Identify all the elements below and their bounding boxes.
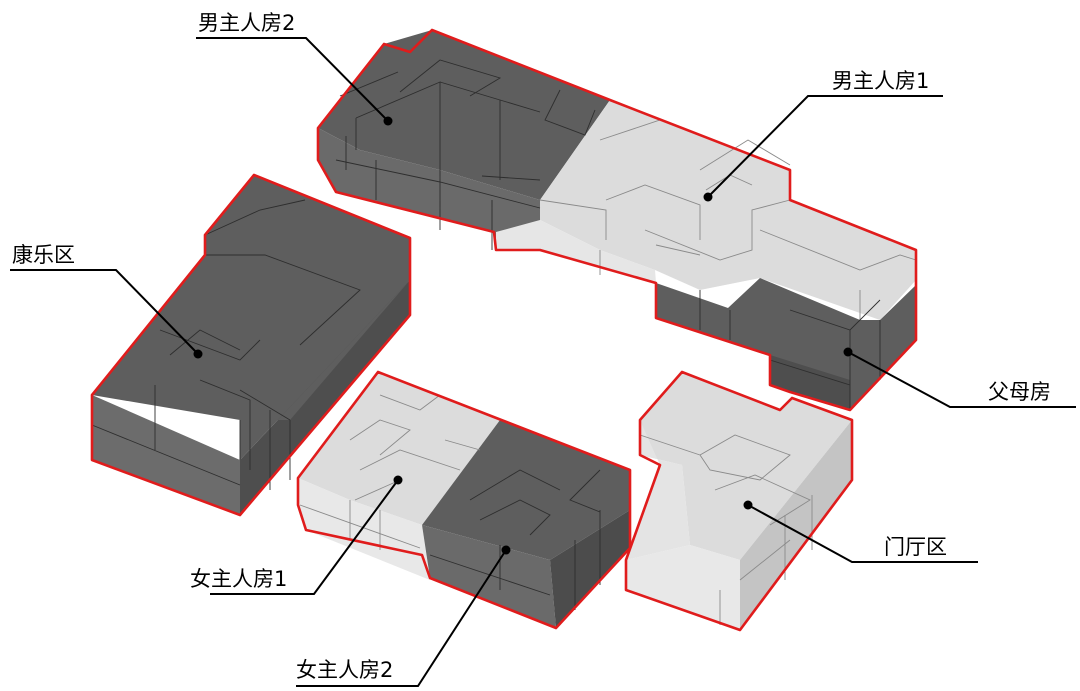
zone-recreation-right xyxy=(240,280,410,515)
leader-recreation xyxy=(10,269,199,355)
label-lobby: 门厅区 xyxy=(884,535,947,559)
label-male-master-2: 男主人房2 xyxy=(198,11,296,35)
block-lobby xyxy=(624,370,854,632)
label-parents: 父母房 xyxy=(988,380,1051,404)
leader-dot-recreation xyxy=(193,349,203,359)
block-recreation xyxy=(90,173,412,517)
leader-female-master-2 xyxy=(296,549,507,687)
block-female xyxy=(296,370,632,630)
zone-female-master-1-left xyxy=(298,478,430,580)
block-female-outline xyxy=(296,370,632,630)
zone-parents-front xyxy=(770,355,850,410)
label-recreation: 康乐区 xyxy=(12,243,75,267)
zone-lobby-top xyxy=(640,372,852,560)
block-recreation-outline xyxy=(90,173,412,517)
zone-male-master-1-top xyxy=(540,100,916,320)
label-male-master-1: 男主人房1 xyxy=(832,69,930,93)
zone-male-master-2-left xyxy=(318,128,540,250)
block-top-outline xyxy=(316,28,918,412)
block-top xyxy=(316,28,918,412)
leader-dot-male-master-1 xyxy=(703,192,713,202)
leader-dot-lobby xyxy=(743,500,753,510)
zone-female-master-1-top xyxy=(298,372,500,525)
label-female-master-1: 女主人房1 xyxy=(190,567,288,591)
zone-parents-top xyxy=(656,278,916,410)
leaders xyxy=(10,37,1076,687)
leader-male-master-1 xyxy=(707,95,943,198)
zone-lobby-left xyxy=(626,545,740,630)
leader-dot-female-master-2 xyxy=(501,545,511,555)
label-female-master-2: 女主人房2 xyxy=(296,658,394,682)
zone-lobby-right xyxy=(740,420,852,630)
leader-male-master-2 xyxy=(196,37,389,122)
leader-dot-male-master-2 xyxy=(383,116,393,126)
leader-dot-parents xyxy=(843,347,853,357)
leader-female-master-1 xyxy=(210,479,399,595)
zone-female-master-2-right xyxy=(550,510,630,628)
zone-recreation-top xyxy=(92,175,410,420)
block-lobby-outline xyxy=(624,370,854,632)
leader-lobby xyxy=(747,504,978,563)
zone-female-master-2-top xyxy=(422,420,630,560)
leader-dot-female-master-1 xyxy=(393,475,403,485)
leader-parents xyxy=(847,351,1076,408)
